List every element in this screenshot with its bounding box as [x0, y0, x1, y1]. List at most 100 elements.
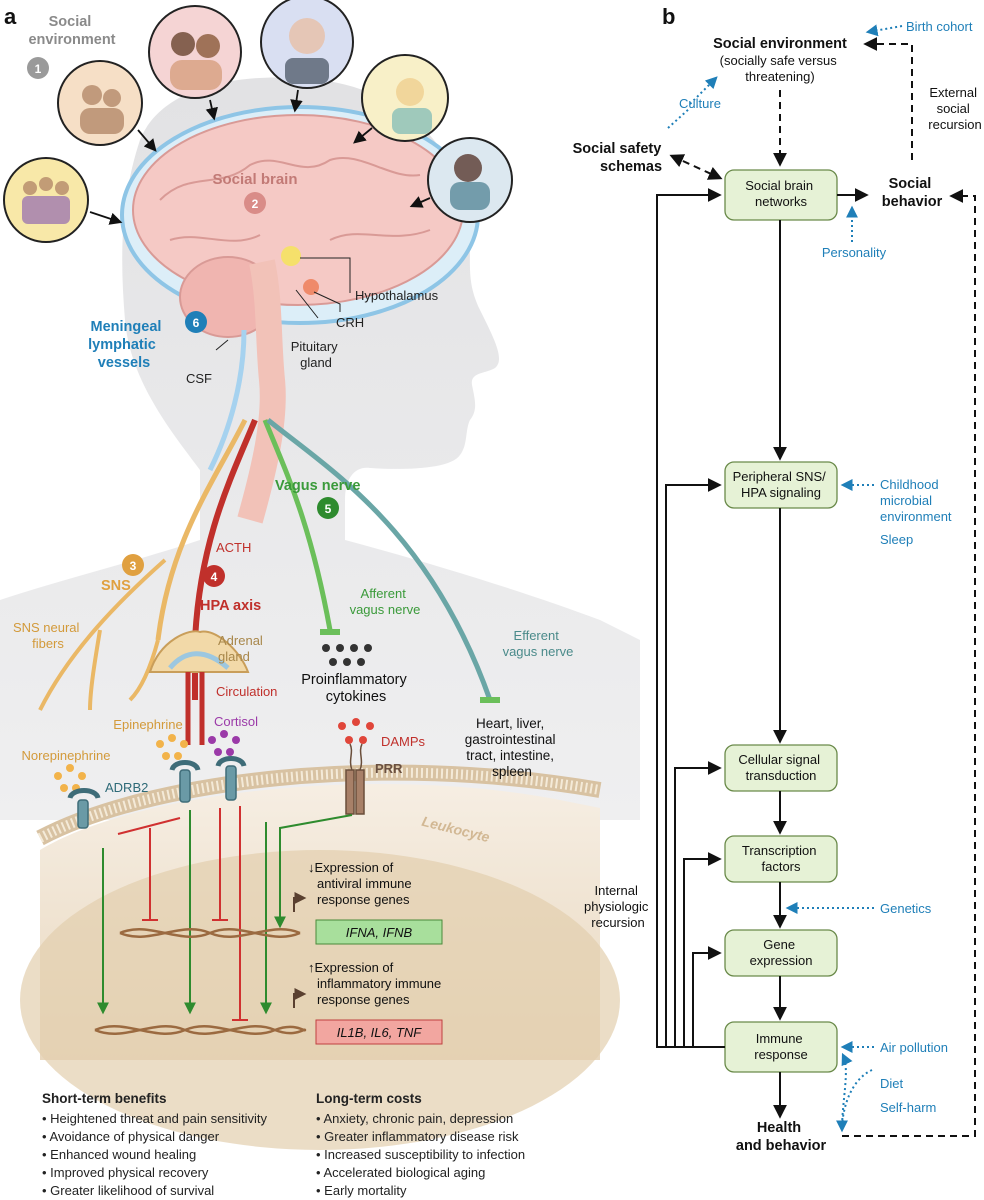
- badge-4: [203, 565, 225, 587]
- personality-label: Personality: [822, 245, 887, 260]
- costs-title: Long-term costs: [316, 1091, 422, 1106]
- costs-block: Long-term costs Anxiety, chronic pain, d…: [316, 1090, 525, 1200]
- cellular-line2: transduction: [746, 768, 817, 783]
- inflammatory-line3: response genes: [317, 992, 410, 1007]
- inflammatory-line1: ↑Expression of: [308, 960, 394, 975]
- childhood-line1: Childhood: [880, 477, 939, 492]
- transcription-line1: Transcription: [742, 843, 817, 858]
- social-env-title: Social environment: [713, 36, 847, 52]
- afferent-line1: Afferent: [361, 586, 407, 601]
- modifier-arrows: [667, 24, 903, 1133]
- svg-text:SNS neural fibers: SNS neural fibers: [13, 620, 83, 651]
- benefits-title: Short-term benefits: [42, 1091, 167, 1106]
- num-5: 5: [325, 502, 332, 516]
- epinephrine-dots: [156, 734, 188, 760]
- badge-1: [27, 57, 49, 79]
- gene-line2: expression: [750, 953, 813, 968]
- svg-text:↓Expression of antiviral: ↓Expression of antiviral immune response…: [308, 860, 415, 907]
- svg-text:Meningeal lymphatic: Meningeal lymphatic vessels: [88, 319, 165, 371]
- social-safety-line2: schemas: [600, 159, 662, 175]
- svg-text:Pituitary gland: Pituitary gland: [291, 339, 342, 370]
- acth-label: ACTH: [216, 540, 251, 555]
- costs-list: Anxiety, chronic pain, depression Greate…: [316, 1110, 525, 1200]
- internal-line1: Internal: [595, 883, 638, 898]
- childhood-line3: environment: [880, 509, 952, 524]
- svg-text:Afferent vagus nerve: Afferent vagus nerve: [350, 586, 421, 617]
- svg-text:Gene expression: Gene expression: [750, 937, 813, 968]
- dashed-arrows: [669, 37, 976, 1137]
- adrb2-label: ADRB2: [105, 780, 148, 795]
- portrait-arrows: [89, 89, 431, 225]
- num-1: 1: [35, 62, 42, 76]
- flow-arrows: [773, 188, 869, 1119]
- organs-line2: gastrointestinal: [465, 732, 556, 747]
- benefit-item: Avoidance of physical danger: [42, 1128, 267, 1146]
- social-behavior-line1: Social: [889, 176, 932, 192]
- num-3: 3: [130, 559, 137, 573]
- antiviral-line3: response genes: [317, 892, 410, 907]
- air-pollution-label: Air pollution: [880, 1040, 948, 1055]
- num-2: 2: [252, 197, 259, 211]
- svg-text:Social brain networks: Social brain networks: [745, 178, 817, 209]
- immune-line1: Immune: [756, 1031, 803, 1046]
- meningeal-line2: lymphatic: [88, 337, 156, 353]
- ifn-gene-box: [315, 919, 443, 945]
- benefits-block: Short-term benefits Heightened threat an…: [42, 1090, 267, 1200]
- benefit-item: Enhanced wound healing: [42, 1146, 267, 1164]
- cortisol-label: Cortisol: [214, 714, 258, 729]
- cytokines-line2: cytokines: [326, 689, 386, 705]
- cost-item: Greater inflammatory disease risk: [316, 1128, 525, 1146]
- csf-label: CSF: [186, 371, 212, 386]
- cost-item: Accelerated biological aging: [316, 1164, 525, 1182]
- social-env-sub2: threatening): [745, 69, 814, 84]
- svg-text:Social behavior: Social behavior: [882, 176, 943, 210]
- health-line1: Health: [757, 1120, 801, 1136]
- prr-label: PRR: [375, 761, 403, 776]
- dna-lower: [94, 1025, 307, 1035]
- cytokine-dots: [322, 644, 372, 666]
- benefit-item: Improved physical recovery: [42, 1164, 267, 1182]
- svg-text:Efferent vagus nerve: Efferent vagus nerve: [503, 628, 574, 659]
- social-behavior-line2: behavior: [882, 194, 943, 210]
- social-brain-box-line2: networks: [755, 194, 808, 209]
- culture-label: Culture: [679, 96, 721, 111]
- receptors: [67, 756, 247, 829]
- svg-text:External social re: External social recursion: [928, 85, 981, 132]
- adrenal-line2: gland: [218, 649, 250, 664]
- organs-line4: spleen: [492, 764, 532, 779]
- damps-label: DAMPs: [381, 734, 426, 749]
- meningeal-line1: Meningeal: [91, 319, 162, 335]
- sns-fibers-line1: SNS neural: [13, 620, 80, 635]
- social-env-line2: environment: [28, 32, 115, 48]
- cortisol-dots: [208, 730, 240, 756]
- meningeal-line3: vessels: [98, 355, 150, 371]
- internal-line2: physiologic: [584, 899, 649, 914]
- nucleus: [20, 850, 620, 1150]
- svg-text:Social safety schemas: Social safety schemas: [573, 141, 666, 175]
- social-env-line1: Social: [49, 14, 92, 30]
- gene-line1: Gene: [763, 937, 795, 952]
- inflam-genes-label: IL1B, IL6, TNF: [337, 1025, 423, 1040]
- efferent-vagus: [266, 418, 493, 701]
- vagus-nerve-label: Vagus nerve: [275, 478, 360, 494]
- svg-text:Proinflammatory cytokine: Proinflammatory cytokines: [301, 672, 411, 705]
- benefit-item: Heightened threat and pain sensitivity: [42, 1110, 267, 1128]
- svg-text:Health and behavior: Health and behavior: [736, 1120, 827, 1154]
- svg-text:Social environment: Social environment: [28, 14, 115, 48]
- health-line2: and behavior: [736, 1138, 827, 1154]
- svg-text:Cellular signal transduc: Cellular signal transduction: [738, 752, 823, 783]
- epinephrine-label: Epinephrine: [113, 717, 182, 732]
- svg-text:Heart, liver, gastrointe: Heart, liver, gastrointestinal tract, in…: [465, 716, 560, 779]
- svg-text:Internal physiologic: Internal physiologic recursion: [584, 883, 652, 930]
- panel-a-label: a: [4, 4, 17, 29]
- svg-text:Transcription factors: Transcription factors: [742, 843, 820, 874]
- inflam-gene-box: [315, 1019, 443, 1045]
- leader-lines: [215, 257, 351, 351]
- transcription-line2: factors: [761, 859, 801, 874]
- num-6: 6: [193, 316, 200, 330]
- genetics-label: Genetics: [880, 901, 932, 916]
- svg-text:Immune response: Immune response: [754, 1031, 807, 1062]
- social-brain-label: Social brain: [212, 171, 297, 188]
- svg-text:Childhood microbial: Childhood microbial environment: [880, 477, 952, 524]
